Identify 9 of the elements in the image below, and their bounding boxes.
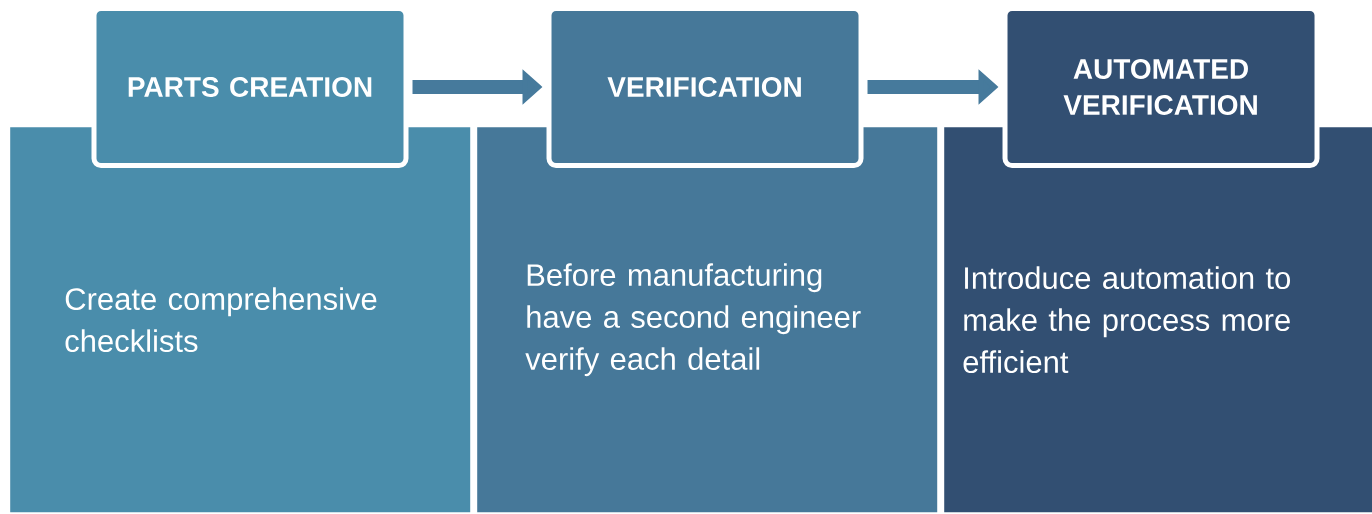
step-panel: Introduce automation to make the process more efficient [944,127,1372,513]
node-label: Create comprehensive checklists [65,287,377,353]
node-label: Introduce automation to make the process more efficient [963,266,1291,374]
step-header-box: VERIFICATION [546,6,864,168]
step-header-box: AUTOMATED VERIFICATION [1002,6,1320,168]
step-panel: Before manufacturing have a second engineer verify each detail [477,127,938,513]
node-label: Before manufacturing have a second engineer verify each detail [525,263,861,377]
step-header-box: PARTS CREATION [91,6,409,168]
step-panel: Create comprehensive checklists [10,127,471,513]
